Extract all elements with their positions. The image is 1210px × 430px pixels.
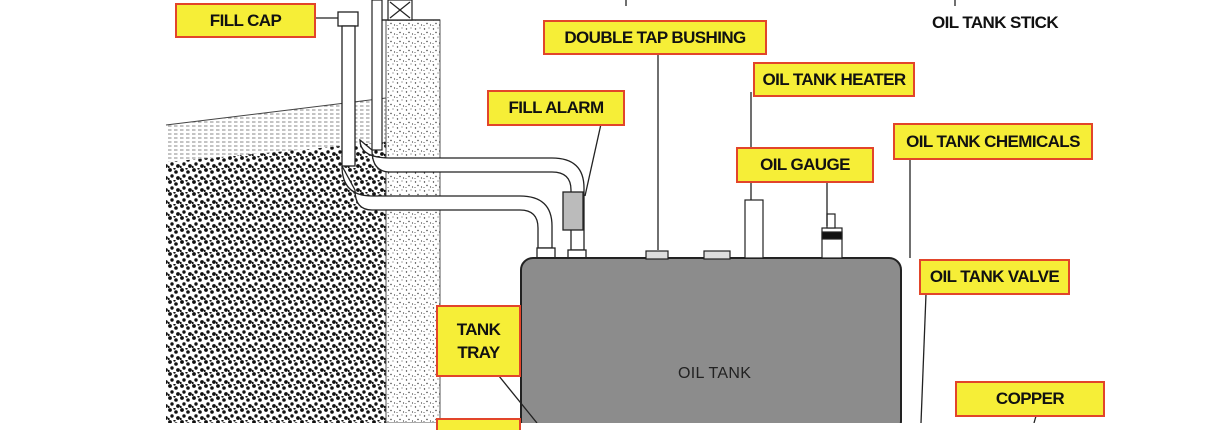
gravel-backfill (166, 142, 386, 423)
copper-label: COPPER (955, 381, 1105, 417)
fill-pipe (337, 11, 556, 259)
oil-tank-body (520, 257, 902, 423)
soil-surface (166, 98, 386, 162)
tank-fittings (645, 199, 843, 260)
vent-pipe (371, 0, 413, 151)
foundation-wall (385, 19, 441, 423)
tank-tray-line-1: TANK (456, 320, 501, 339)
fill-alarm-label: FILL ALARM (487, 90, 625, 126)
oil-tank-chemicals-label: OIL TANK CHEMICALS (893, 123, 1093, 160)
oil-tank-valve-label: OIL TANK VALVE (919, 259, 1070, 295)
oil-tank-heater-label: OIL TANK HEATER (753, 62, 915, 97)
tank-tray-line-2: TRAY (457, 343, 500, 362)
oil-tank-label: OIL TANK (678, 365, 752, 382)
tank-tray-label: TANK TRAY (436, 305, 521, 377)
oil-tank-stick-label: OIL TANK STICK (932, 13, 1059, 32)
oil-gauge-label: OIL GAUGE (736, 147, 874, 183)
fill-cap-label: FILL CAP (175, 3, 316, 38)
double-tap-bushing-label: DOUBLE TAP BUSHING (543, 20, 767, 55)
partial-label-bottom (436, 418, 521, 430)
